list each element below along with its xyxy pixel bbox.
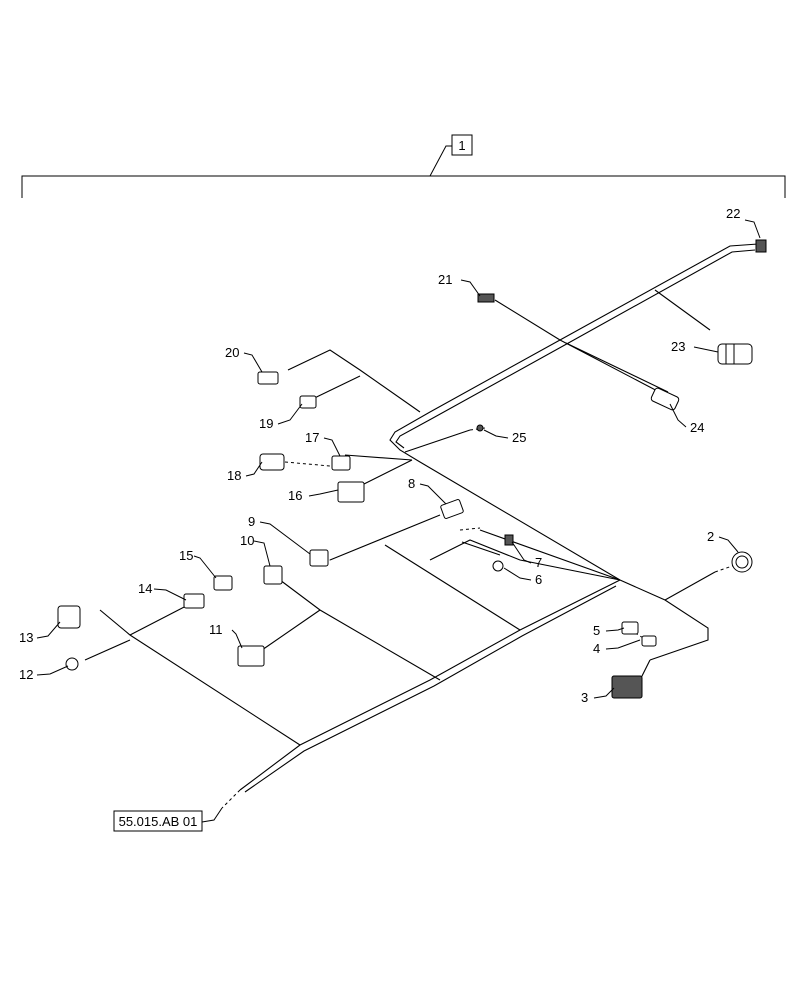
callout-5: 5 <box>593 623 600 638</box>
callout-25: 25 <box>512 430 526 445</box>
connector-22 <box>755 239 767 253</box>
connector-20 <box>257 371 279 385</box>
connector-4 <box>641 635 657 647</box>
callout-18: 18 <box>227 468 241 483</box>
connector-17 <box>331 455 351 471</box>
callout-24: 24 <box>690 420 704 435</box>
connector-25 <box>476 424 484 432</box>
callout-9: 9 <box>248 514 255 529</box>
leader-lines <box>36 219 761 823</box>
callout-labels: 22 21 23 24 20 19 25 17 18 16 8 9 10 7 6… <box>19 206 740 705</box>
callout-22: 22 <box>726 206 740 221</box>
callout-11: 11 <box>209 622 223 637</box>
callout-2: 2 <box>707 529 714 544</box>
connector-8 <box>440 499 464 519</box>
harness-wires <box>84 243 759 809</box>
connector-21 <box>477 293 495 303</box>
connector-16 <box>337 481 365 503</box>
callout-12: 12 <box>19 667 33 682</box>
callout-21: 21 <box>438 272 452 287</box>
connector-5 <box>621 621 639 635</box>
callout-16: 16 <box>288 488 302 503</box>
reference-label: 55.015.AB 01 <box>119 814 198 829</box>
reference-box: 55.015.AB 01 <box>113 810 203 832</box>
connector-19 <box>299 395 317 409</box>
connector-3 <box>611 675 643 699</box>
connector-12 <box>65 657 79 671</box>
assembly-bracket: 1 <box>21 134 786 198</box>
callout-6: 6 <box>535 572 542 587</box>
callout-19: 19 <box>259 416 273 431</box>
connector-18 <box>259 453 285 471</box>
callout-10: 10 <box>240 533 254 548</box>
callout-3: 3 <box>581 690 588 705</box>
callout-14: 14 <box>138 581 152 596</box>
callout-4: 4 <box>593 641 600 656</box>
connector-24 <box>650 387 680 411</box>
connector-2 <box>731 551 753 573</box>
connector-23 <box>717 343 753 365</box>
callout-8: 8 <box>408 476 415 491</box>
connector-11 <box>237 645 265 667</box>
connector-9 <box>309 549 329 567</box>
connector-6 <box>492 560 504 572</box>
callout-20: 20 <box>225 345 239 360</box>
connector-7 <box>504 534 514 546</box>
callout-17: 17 <box>305 430 319 445</box>
connector-14 <box>183 593 205 609</box>
connector-10 <box>263 565 283 585</box>
connectors <box>57 239 767 699</box>
callout-13: 13 <box>19 630 33 645</box>
callout-1: 1 <box>458 138 465 153</box>
callout-23: 23 <box>671 339 685 354</box>
connector-13 <box>57 605 81 629</box>
callout-7: 7 <box>535 555 542 570</box>
callout-15: 15 <box>179 548 193 563</box>
connector-15 <box>213 575 233 591</box>
